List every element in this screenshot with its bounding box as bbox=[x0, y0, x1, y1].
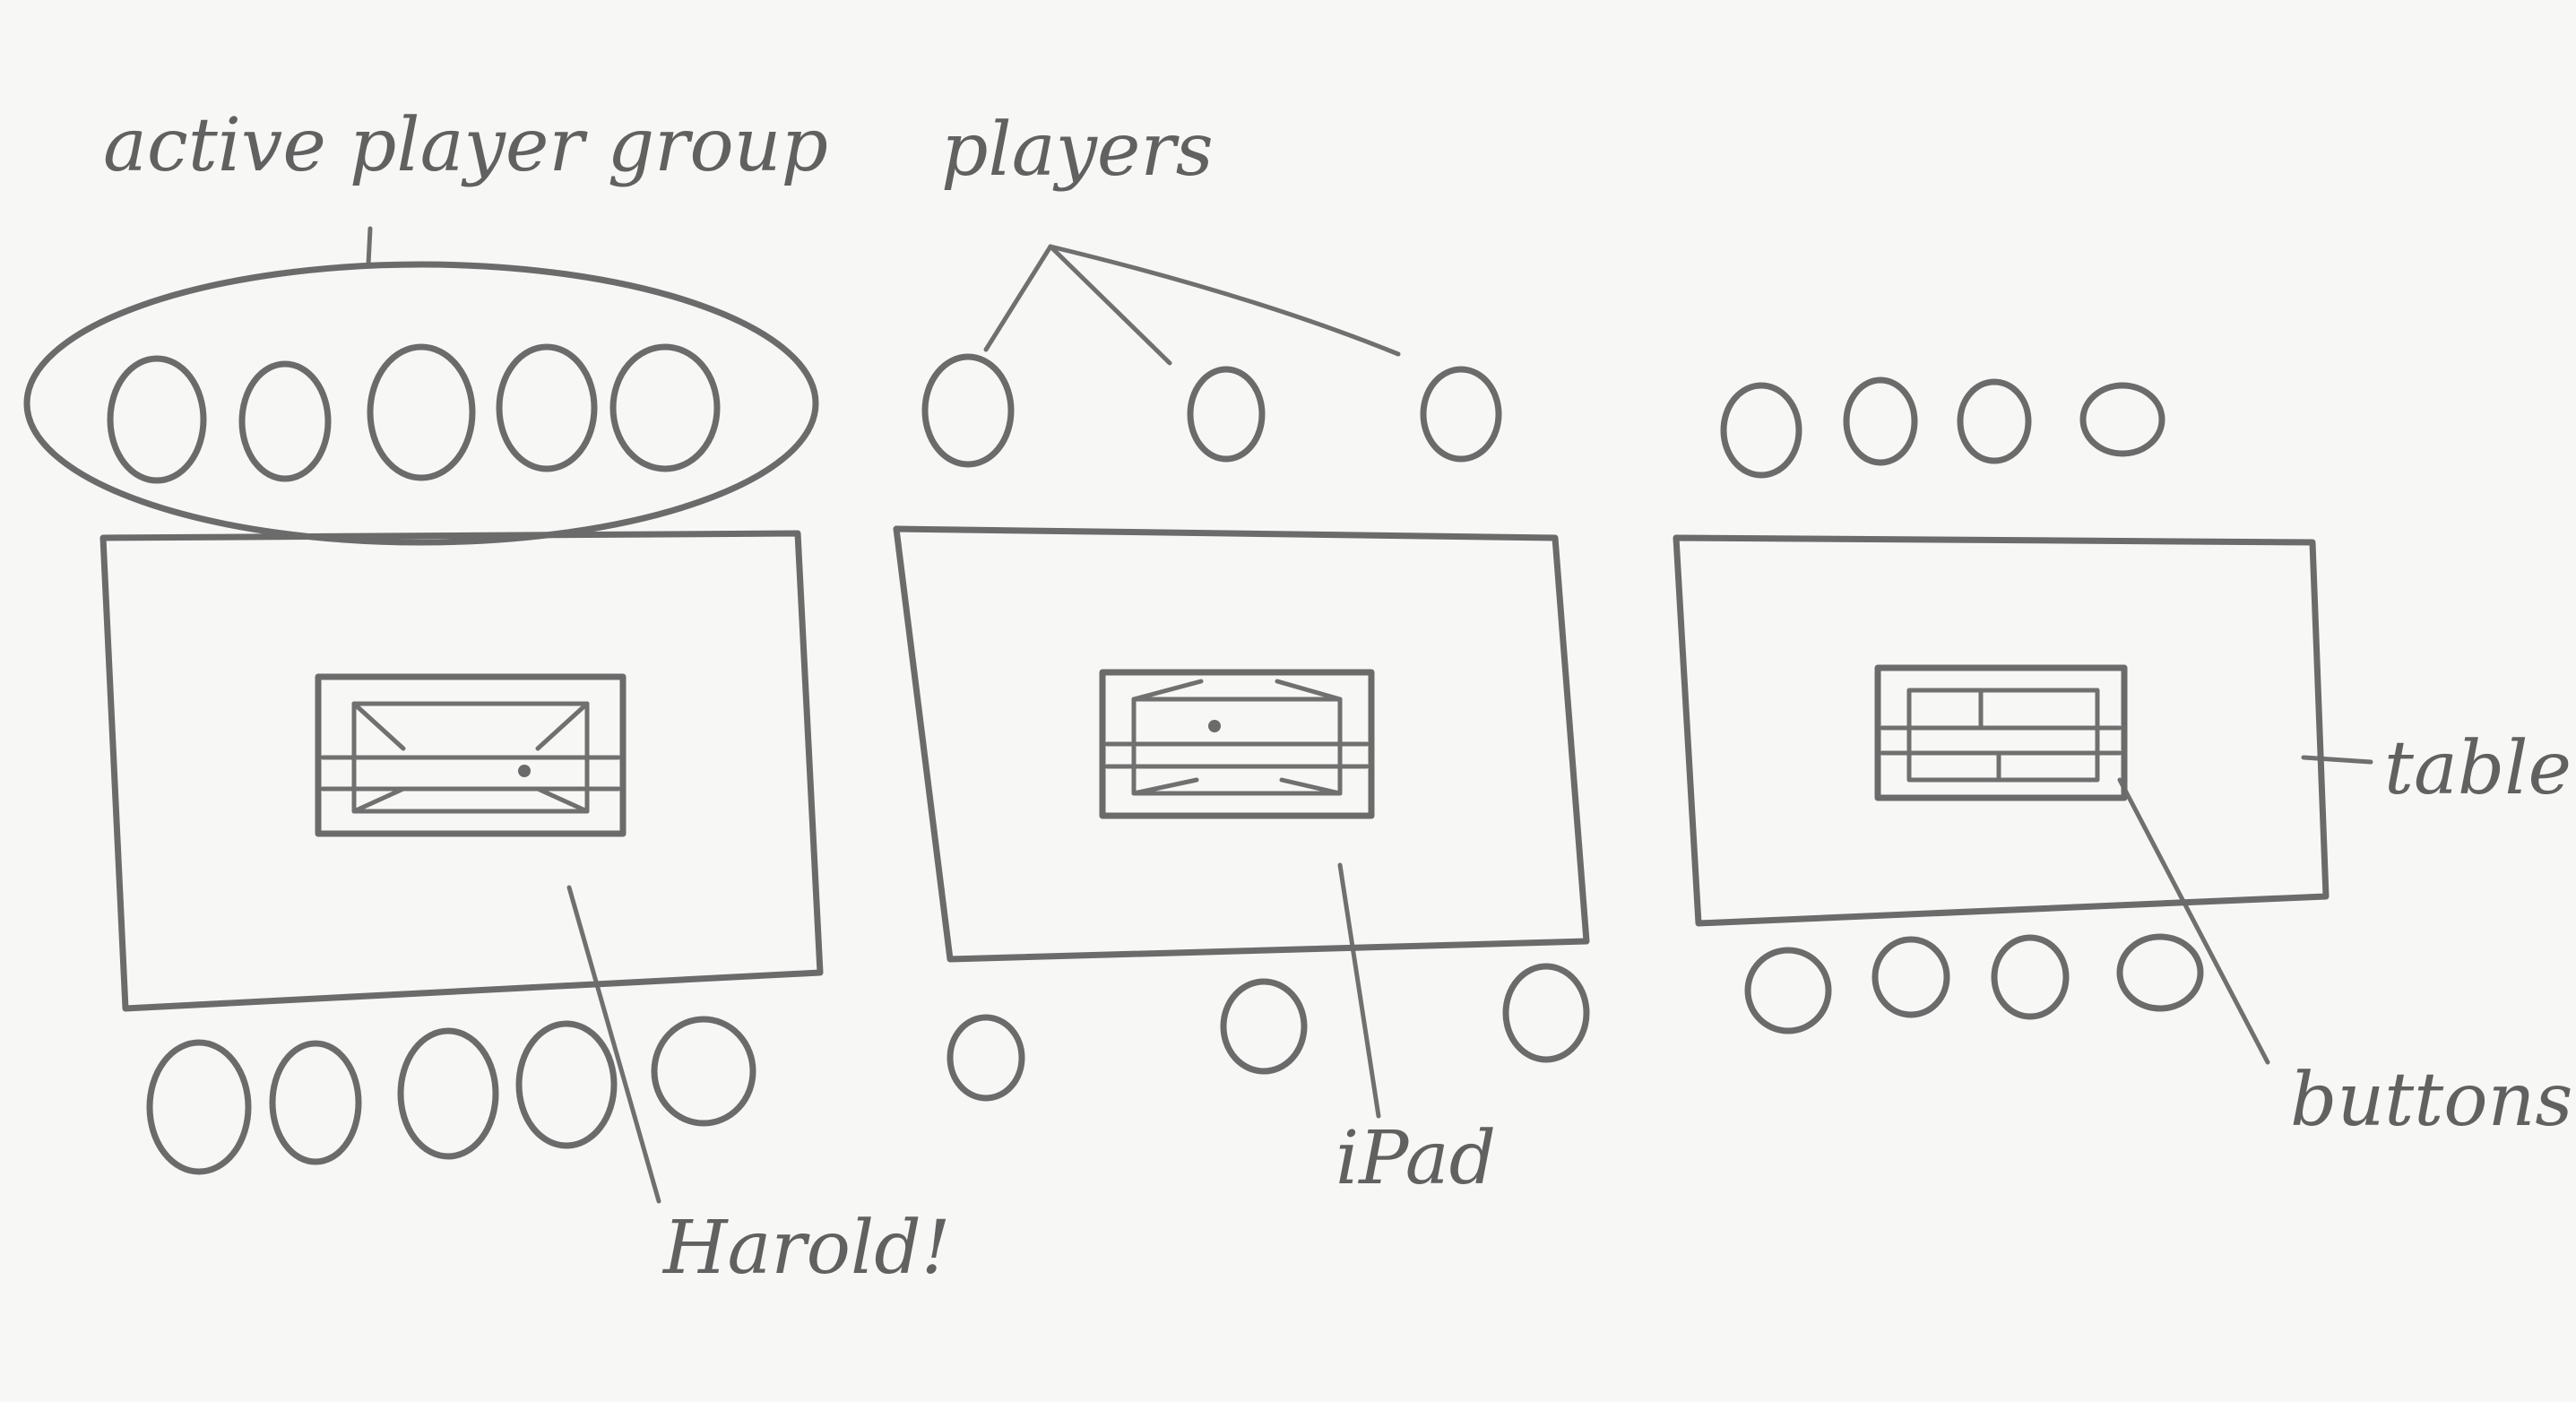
ipad-2 bbox=[1099, 669, 1375, 819]
player-circle bbox=[269, 1040, 362, 1165]
players-leader-line-3 bbox=[1048, 244, 1401, 357]
player-circle bbox=[947, 1014, 1025, 1102]
table-1 bbox=[99, 530, 824, 1012]
harold-label: Harold! bbox=[661, 1206, 951, 1291]
ipad-3-buttons bbox=[1880, 725, 2122, 756]
player-circle bbox=[1843, 376, 1918, 466]
player-circle bbox=[146, 1039, 252, 1175]
buttons-leader-line bbox=[2117, 777, 2270, 1065]
player-circle bbox=[367, 343, 476, 481]
player-circle bbox=[1957, 378, 2032, 464]
players-leader-line-1 bbox=[983, 244, 1053, 352]
player-circle bbox=[2116, 933, 2204, 1012]
ipad-1-corner-lines bbox=[351, 701, 590, 814]
ipad-leader-line bbox=[1337, 862, 1381, 1119]
active-player-group-outline bbox=[23, 261, 819, 546]
player-circle bbox=[515, 1020, 618, 1149]
player-circle bbox=[1871, 936, 1950, 1018]
ipad-2-buttons bbox=[1104, 741, 1370, 769]
ipad-2-frame bbox=[1099, 669, 1375, 819]
ipad-2-dot bbox=[1208, 720, 1221, 732]
ipad-1-buttons bbox=[320, 755, 621, 792]
player-circle bbox=[651, 1016, 756, 1127]
ipad-3-dividers bbox=[1978, 688, 2001, 783]
active-player-group-label: active player group bbox=[103, 103, 828, 188]
ipad-3-screen bbox=[1906, 688, 2100, 783]
player-circle bbox=[609, 343, 721, 472]
player-circle bbox=[496, 343, 598, 472]
harold-leader-line bbox=[566, 885, 661, 1204]
ipad-3 bbox=[1874, 664, 2128, 801]
player-circle bbox=[107, 355, 207, 484]
player-circle bbox=[1220, 978, 1308, 1075]
player-circle bbox=[2079, 382, 2165, 457]
player-circle bbox=[238, 360, 332, 482]
ipad-1-dot bbox=[518, 765, 531, 777]
table-label: table bbox=[2384, 726, 2572, 811]
player-circle bbox=[1420, 366, 1502, 463]
table-3 bbox=[1673, 534, 2330, 927]
table-3-outline bbox=[1673, 534, 2330, 927]
ipad-label: iPad bbox=[1336, 1116, 1496, 1201]
table-leader-line bbox=[2301, 755, 2373, 765]
ipad-1-frame bbox=[315, 673, 627, 837]
table-2-outline bbox=[893, 525, 1590, 963]
player-circle bbox=[1720, 382, 1802, 479]
table-1-outline bbox=[99, 530, 824, 1012]
ipad-1 bbox=[315, 673, 627, 837]
players-label: players bbox=[941, 108, 1214, 193]
player-circle bbox=[1744, 947, 1832, 1034]
player-circle bbox=[1187, 366, 1266, 463]
player-circle bbox=[1991, 934, 2070, 1020]
ipad-2-corner-lines bbox=[1131, 679, 1343, 796]
ipad-3-frame bbox=[1874, 664, 2128, 801]
player-circle bbox=[397, 1027, 499, 1160]
player-circle bbox=[921, 353, 1015, 468]
buttons-label: buttons bbox=[2290, 1058, 2572, 1143]
player-circle bbox=[1502, 963, 1590, 1063]
table-2 bbox=[893, 525, 1590, 963]
players-leader-line-2 bbox=[1048, 244, 1172, 366]
active-group-leader-line bbox=[366, 226, 373, 267]
